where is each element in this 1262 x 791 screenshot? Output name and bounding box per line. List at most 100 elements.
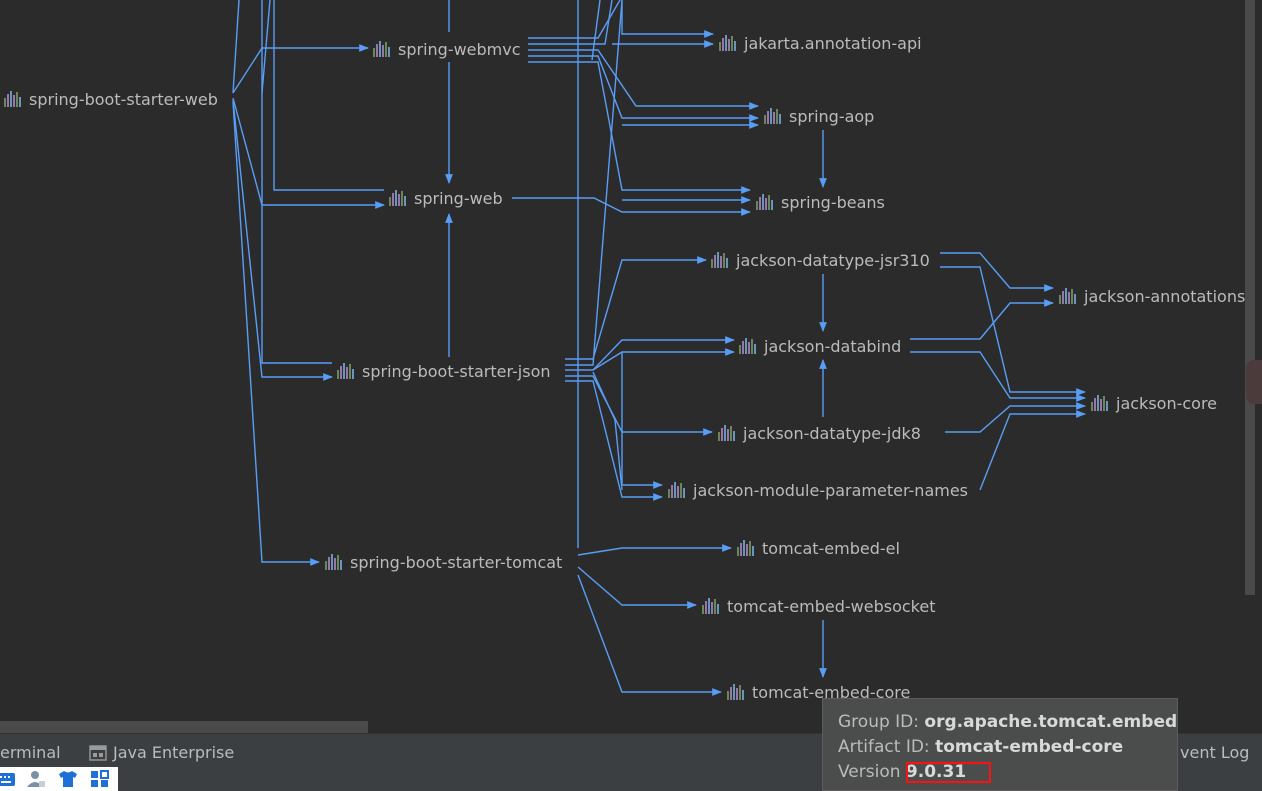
node-label: tomcat-embed-core bbox=[752, 682, 911, 702]
dependency-edge bbox=[577, 574, 722, 696]
java-enterprise-tab[interactable]: Java Enterprise bbox=[89, 743, 234, 762]
shirt-icon[interactable] bbox=[58, 770, 78, 788]
horizontal-scroll-thumb[interactable] bbox=[0, 721, 368, 733]
dependency-edge bbox=[910, 351, 1086, 402]
version-line: Version 9.0.31 bbox=[838, 762, 966, 782]
node-jackson-annotations[interactable]: jackson-annotations bbox=[1059, 285, 1245, 307]
dependency-edge bbox=[261, 0, 332, 364]
artifact-id-label: Artifact ID: bbox=[838, 737, 930, 757]
dependency-edges bbox=[232, 0, 1086, 696]
dependency-diagram: spring-boot-starter-web spring-webmvc sp… bbox=[0, 0, 1262, 733]
keyboard-icon[interactable] bbox=[0, 770, 16, 788]
dependency-edge bbox=[621, 352, 663, 489]
dependency-edge bbox=[565, 380, 663, 501]
node-tomcat-embed-core[interactable]: tomcat-embed-core bbox=[727, 681, 910, 703]
dependency-edge bbox=[273, 0, 384, 191]
node-label: jackson-module-parameter-names bbox=[693, 480, 969, 500]
dependency-edge bbox=[565, 256, 707, 360]
user-icon[interactable] bbox=[26, 770, 46, 788]
dependency-edge bbox=[592, 371, 623, 491]
node-label: tomcat-embed-el bbox=[762, 538, 900, 558]
node-spring-webmvc[interactable]: spring-webmvc bbox=[373, 38, 521, 60]
dependency-edge bbox=[592, 348, 735, 371]
dependency-edge bbox=[232, 0, 240, 94]
maven-library-icon bbox=[764, 108, 784, 124]
node-jackson-databind[interactable]: jackson-databind bbox=[739, 335, 901, 357]
node-label: spring-beans bbox=[781, 192, 885, 212]
dependency-edge bbox=[577, 566, 697, 609]
dependency-edge bbox=[979, 410, 1086, 491]
maven-library-icon bbox=[1091, 395, 1111, 411]
dependency-edge bbox=[528, 55, 759, 122]
node-spring-beans[interactable]: spring-beans bbox=[756, 191, 885, 213]
dependency-edge bbox=[528, 49, 759, 110]
group-id-value: org.apache.tomcat.embed bbox=[924, 712, 1178, 732]
version-highlight-box bbox=[906, 762, 991, 783]
version-value: 9.0.31 bbox=[905, 762, 967, 782]
maven-library-icon bbox=[711, 252, 731, 268]
dependency-edge bbox=[591, 0, 601, 61]
side-notification-badge[interactable] bbox=[1246, 360, 1262, 404]
node-spring-boot-starter-json[interactable]: spring-boot-starter-json bbox=[337, 360, 551, 382]
dependency-edge bbox=[528, 61, 751, 194]
maven-library-icon bbox=[702, 598, 722, 614]
java-enterprise-label: Java Enterprise bbox=[113, 743, 235, 762]
node-label: jackson-core bbox=[1116, 393, 1218, 413]
java-enterprise-icon bbox=[89, 744, 107, 761]
artifact-id-line: Artifact ID: tomcat-embed-core bbox=[838, 737, 1123, 757]
dependency-edge bbox=[565, 336, 735, 371]
dependency-edge bbox=[940, 266, 1086, 396]
node-label: jackson-datatype-jsr310 bbox=[736, 250, 930, 270]
dependency-edge bbox=[621, 0, 714, 38]
node-label: tomcat-embed-websocket bbox=[727, 596, 936, 616]
dependency-edge bbox=[528, 0, 621, 39]
node-label: spring-aop bbox=[789, 106, 875, 126]
group-id-label: Group ID: bbox=[838, 712, 919, 732]
node-tomcat-embed-el[interactable]: tomcat-embed-el bbox=[737, 537, 900, 559]
dependency-edge bbox=[577, 544, 732, 556]
node-jackson-module-parameter-names[interactable]: jackson-module-parameter-names bbox=[668, 479, 968, 501]
node-label: jackson-annotations bbox=[1084, 286, 1246, 306]
node-spring-aop[interactable]: spring-aop bbox=[764, 105, 874, 127]
node-spring-boot-starter-web[interactable]: spring-boot-starter-web bbox=[4, 88, 218, 110]
vertical-scroll-thumb[interactable] bbox=[1245, 0, 1255, 595]
dependency-edge bbox=[232, 101, 320, 566]
node-label: jackson-datatype-jdk8 bbox=[743, 423, 921, 443]
artifact-tooltip: Group ID: org.apache.tomcat.embed Artifa… bbox=[822, 698, 1178, 791]
node-label: spring-boot-starter-web bbox=[29, 89, 218, 109]
dependency-edge bbox=[910, 299, 1054, 340]
maven-library-icon bbox=[719, 35, 739, 51]
maven-library-icon bbox=[718, 425, 738, 441]
maven-library-icon bbox=[737, 540, 757, 556]
event-log-tab[interactable]: vent Log bbox=[1180, 743, 1250, 762]
node-jackson-core[interactable]: jackson-core bbox=[1091, 392, 1217, 414]
maven-library-icon bbox=[739, 338, 759, 354]
node-jackson-datatype-jsr310[interactable]: jackson-datatype-jsr310 bbox=[711, 249, 930, 271]
maven-library-icon bbox=[668, 482, 688, 498]
maven-library-icon bbox=[4, 91, 24, 107]
node-label: jackson-databind bbox=[764, 336, 902, 356]
group-id-line: Group ID: org.apache.tomcat.embed bbox=[838, 712, 1177, 732]
maven-library-icon bbox=[756, 194, 776, 210]
artifact-id-value: tomcat-embed-core bbox=[935, 737, 1124, 757]
apps-grid-icon[interactable] bbox=[90, 770, 110, 788]
dependency-edge bbox=[565, 375, 713, 436]
version-label: Version bbox=[838, 762, 901, 782]
dependency-edge bbox=[940, 252, 1054, 292]
node-jakarta-annotation-api[interactable]: jakarta.annotation-api bbox=[719, 32, 922, 54]
dependency-edge bbox=[512, 197, 751, 216]
terminal-tab[interactable]: erminal bbox=[0, 743, 61, 762]
vertical-scrollbar[interactable] bbox=[1243, 0, 1257, 600]
node-spring-web[interactable]: spring-web bbox=[389, 187, 503, 209]
horizontal-scrollbar[interactable] bbox=[0, 721, 1262, 733]
dependency-edge bbox=[945, 402, 1086, 433]
maven-library-icon bbox=[325, 554, 345, 570]
node-tomcat-embed-websocket[interactable]: tomcat-embed-websocket bbox=[702, 595, 935, 617]
dependency-edge bbox=[232, 97, 385, 209]
dependency-edge bbox=[261, 0, 271, 94]
node-label: jakarta.annotation-api bbox=[744, 33, 922, 53]
node-jackson-datatype-jdk8[interactable]: jackson-datatype-jdk8 bbox=[718, 422, 921, 444]
system-tray bbox=[0, 767, 118, 791]
node-spring-boot-starter-tomcat[interactable]: spring-boot-starter-tomcat bbox=[325, 551, 562, 573]
maven-library-icon bbox=[337, 363, 357, 379]
